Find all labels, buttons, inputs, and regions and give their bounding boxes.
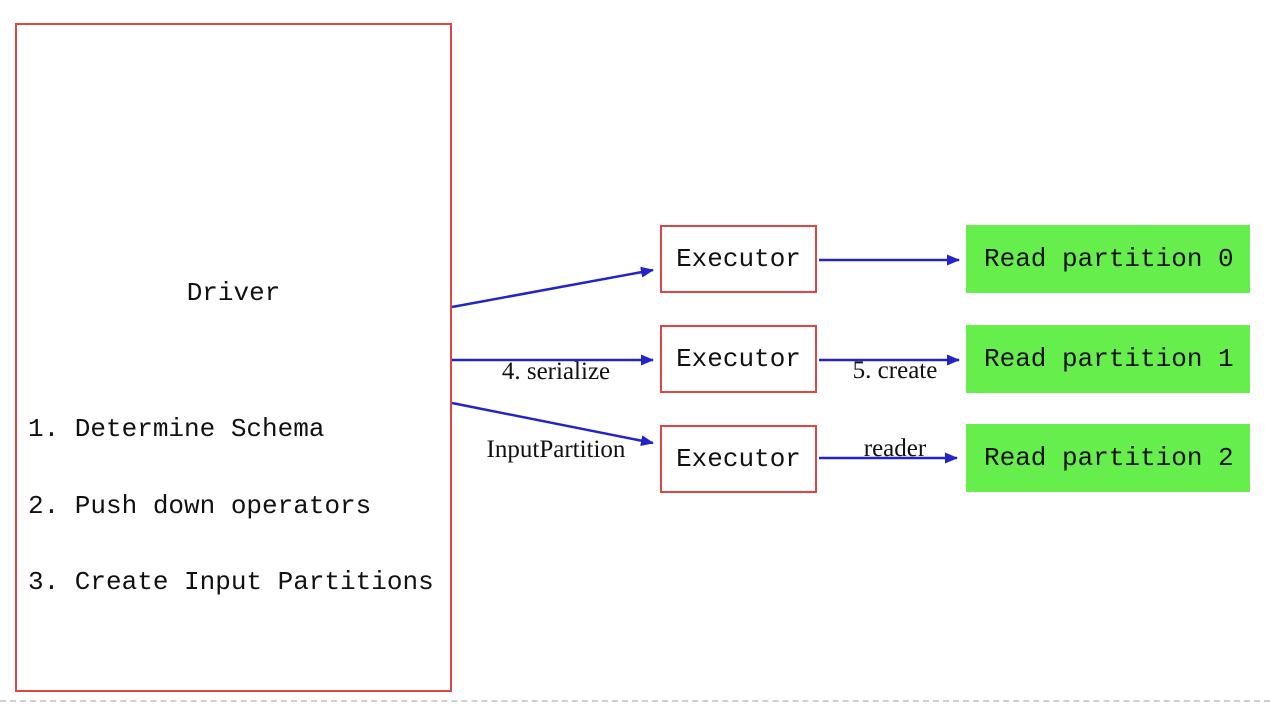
driver-step-1: 1. Determine Schema — [28, 414, 325, 444]
arrow-driver-to-executor-1 — [451, 266, 654, 309]
driver-title: Driver — [186, 278, 281, 308]
read-partition-box-2: Read partition 2 — [966, 424, 1250, 492]
driver-step-2: 2. Push down operators — [28, 490, 372, 521]
create-reader-label-line-1: 5. create — [852, 357, 938, 384]
serialize-inputpartition-label: 4. serialize InputPartition — [446, 307, 666, 515]
serialize-label-line-2: InputPartition — [486, 436, 626, 463]
executor-box-1: Executor — [660, 225, 817, 293]
read-partition-box-0: Read partition 0 — [966, 225, 1250, 293]
driver-steps: 1. Determine Schema 2. Push down operato… — [28, 366, 434, 647]
executor-box-3: Executor — [660, 425, 817, 493]
create-reader-label-line-2: reader — [863, 435, 927, 462]
serialize-label-line-1: 4. serialize — [501, 358, 611, 385]
executor-box-2: Executor — [660, 325, 817, 393]
read-partition-box-1: Read partition 1 — [966, 325, 1250, 393]
driver-box — [15, 23, 452, 692]
driver-step-3: 3. Create Input Partitions — [28, 567, 434, 597]
create-reader-label: 5. create reader — [810, 306, 980, 514]
page-edge-divider — [0, 700, 1270, 702]
